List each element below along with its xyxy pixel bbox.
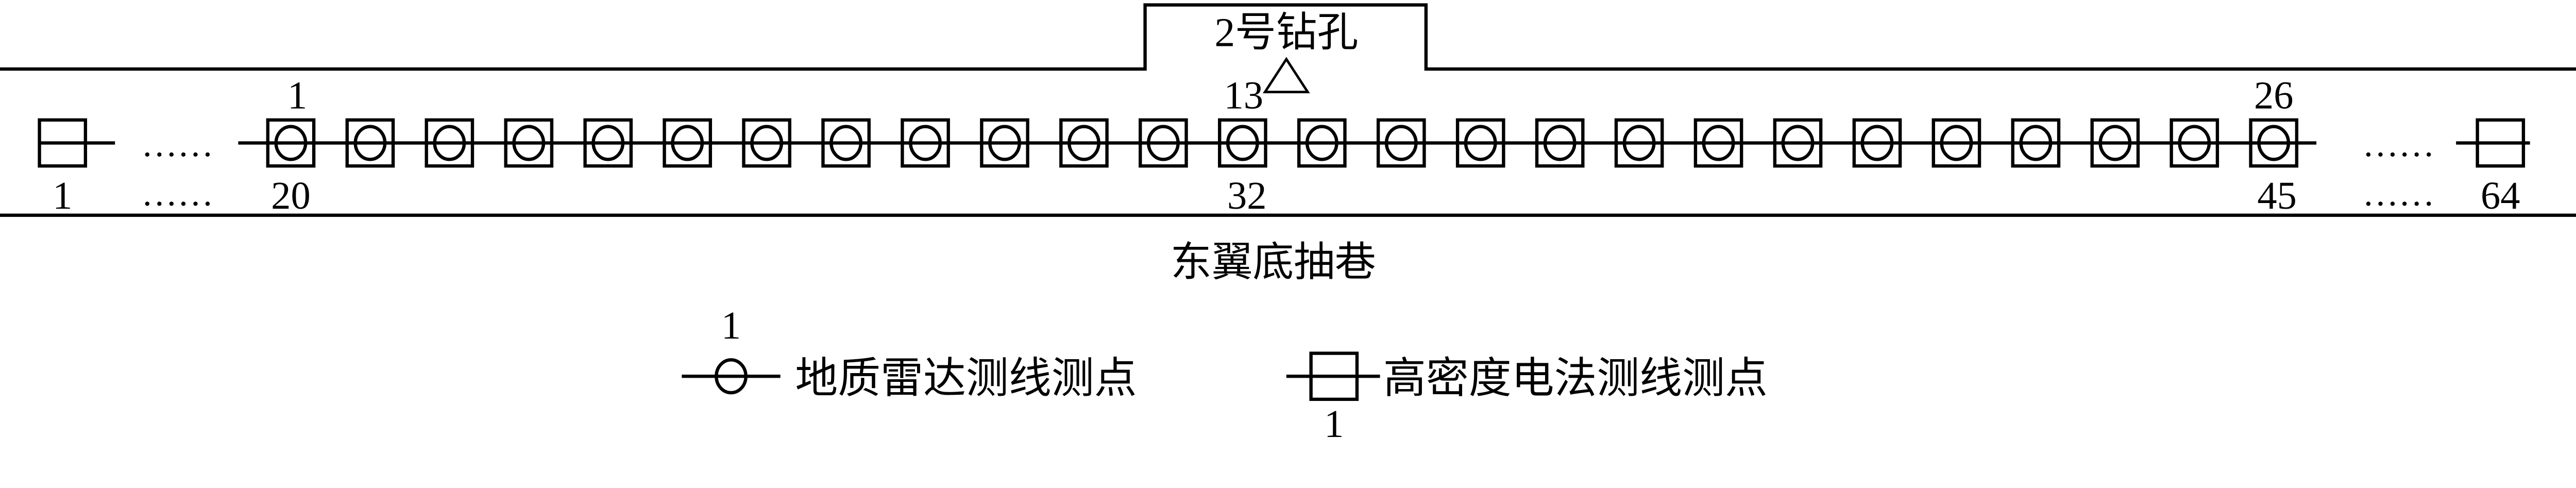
- ellipsis-top-right: ……: [2362, 124, 2434, 164]
- radar-point-circle: [1464, 125, 1497, 161]
- ert-point-box: [980, 118, 1029, 168]
- legend: 1 地质雷达测线测点 高密度电法测线测点 1: [682, 304, 1768, 441]
- radar-point-circle: [1147, 125, 1180, 161]
- radar-point-circle: [750, 125, 784, 161]
- ert-point-box: [901, 118, 950, 168]
- ert-point-box: [1535, 118, 1585, 168]
- ert-point-box: [2170, 118, 2219, 168]
- ellipsis-bottom-right: ……: [2362, 174, 2434, 214]
- ert-point-box: [1059, 118, 1109, 168]
- ert-point-box: [1852, 118, 1902, 168]
- ert-label-20: 20: [271, 174, 311, 217]
- radar-label-1: 1: [287, 73, 307, 117]
- radar-point-circle: [353, 125, 387, 161]
- radar-point-circle: [1702, 125, 1735, 161]
- radar-point-circle: [433, 125, 466, 161]
- legend-radar-number: 1: [721, 304, 741, 347]
- borehole-triangle-icon: [1262, 57, 1310, 93]
- radar-point-circle: [1622, 125, 1656, 161]
- radar-point-circle: [1305, 125, 1338, 161]
- radar-point-icon: [715, 358, 748, 395]
- radar-point-circle: [829, 125, 862, 161]
- ert-point-box: [1614, 118, 1664, 168]
- radar-label-26: 26: [2254, 73, 2294, 117]
- radar-point-circle: [909, 125, 942, 161]
- ert-point-box: [504, 118, 554, 168]
- radar-point-circle: [1067, 125, 1100, 161]
- ert-point-box: [1773, 118, 1823, 168]
- radar-point-circle: [2178, 125, 2211, 161]
- radar-point-circle: [1940, 125, 1973, 161]
- legend-ert-label: 高密度电法测线测点: [1383, 355, 1768, 402]
- ert-point-box: [2011, 118, 2061, 168]
- radar-point-circle: [1860, 125, 1894, 161]
- legend-radar-label: 地质雷达测线测点: [795, 355, 1137, 402]
- radar-point-circle: [1543, 125, 1577, 161]
- ert-point-64: [2476, 118, 2526, 168]
- ert-point-box: [345, 118, 395, 168]
- diagram-canvas: 2号钻孔 …… …… …… …… 1 13 26 1 20 32 45 64 东…: [0, 3, 2576, 441]
- radar-point-circle: [1384, 125, 1418, 161]
- ert-point-box: [821, 118, 871, 168]
- survey-points: [266, 118, 2299, 168]
- ert-point-box: [742, 118, 791, 168]
- ert-point-box: [583, 118, 633, 168]
- radar-point-circle: [591, 125, 625, 161]
- ert-point-box: [1376, 118, 1426, 168]
- ert-point-icon: [1309, 351, 1359, 401]
- ert-point-box: [1297, 118, 1347, 168]
- ellipsis-top-left: ……: [141, 124, 213, 164]
- ert-label-45: 45: [2257, 174, 2297, 217]
- ert-point-box: [1455, 118, 1505, 168]
- ert-point-box: [1218, 118, 1267, 168]
- radar-point-circle: [2098, 125, 2132, 161]
- ert-point-box: [2249, 118, 2299, 168]
- radar-point-circle: [2019, 125, 2053, 161]
- ert-point-box: [1139, 118, 1188, 168]
- legend-ert-number: 1: [1324, 402, 1344, 440]
- ert-point-box: [1931, 118, 1981, 168]
- radar-point-circle: [274, 125, 308, 161]
- radar-point-circle: [988, 125, 1021, 161]
- roadway-label: 东翼底抽巷: [1171, 240, 1376, 285]
- roadway-top-wall: [0, 3, 2576, 71]
- ert-point-1: [38, 118, 88, 168]
- ert-point-box: [2090, 118, 2140, 168]
- ert-label-64: 64: [2481, 174, 2520, 217]
- ert-point-box: [1693, 118, 1743, 168]
- ert-point-box: [266, 118, 316, 168]
- radar-label-13: 13: [1224, 73, 1264, 117]
- borehole-label: 2号钻孔: [1214, 10, 1358, 55]
- radar-point-circle: [1781, 125, 1815, 161]
- ert-point-box: [425, 118, 474, 168]
- radar-point-circle: [2257, 125, 2291, 161]
- ert-point-box: [663, 118, 713, 168]
- ellipsis-bottom-left: ……: [141, 174, 213, 214]
- ert-label-32: 32: [1227, 174, 1267, 217]
- radar-point-circle: [1226, 125, 1259, 161]
- radar-point-circle: [512, 125, 546, 161]
- radar-point-circle: [671, 125, 704, 161]
- ert-label-1: 1: [53, 174, 72, 217]
- survey-layout-diagram: 2号钻孔 …… …… …… …… 1 13 26 1 20 32 45 64 东…: [0, 3, 2576, 441]
